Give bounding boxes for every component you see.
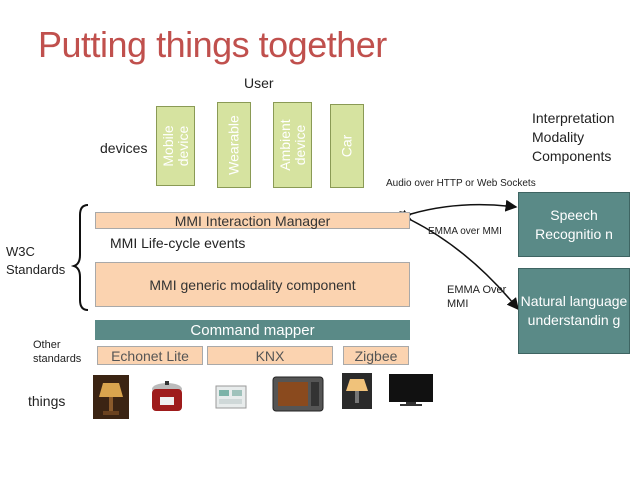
knx-box: KNX xyxy=(207,346,333,365)
arrow-speech xyxy=(399,199,518,223)
device-car: Car xyxy=(330,104,364,188)
command-mapper-bar: Command mapper xyxy=(95,320,410,340)
air-conditioner-icon xyxy=(215,385,247,409)
arrow-nlu xyxy=(398,209,519,311)
speech-recognition-box: Speech Recognitio n xyxy=(518,192,630,257)
echonet-lite-box: Echonet Lite xyxy=(97,346,203,365)
interpretation-label: Interpretation Modality Components xyxy=(532,110,615,164)
device-wearable: Wearable xyxy=(217,102,251,188)
device-ambient: Ambient device xyxy=(273,102,312,188)
lifecycle-events-label: MMI Life-cycle events xyxy=(110,235,246,251)
microwave-icon xyxy=(272,376,324,412)
zigbee-box: Zigbee xyxy=(343,346,409,365)
w3c-standards-label: W3C Standards xyxy=(6,244,66,277)
w3c-brace xyxy=(70,204,89,311)
tv-icon xyxy=(389,374,433,406)
table-lamp-icon xyxy=(342,373,372,409)
generic-modality-component: MMI generic modality component xyxy=(95,262,410,307)
devices-label: devices xyxy=(100,140,148,156)
audio-label: Audio over HTTP or Web Sockets xyxy=(386,178,536,189)
nlu-box: Natural language understandin g xyxy=(518,268,630,354)
emma-label-2: EMMA Over MMI xyxy=(447,284,507,310)
other-standards-label: Other standards xyxy=(33,339,82,365)
user-label: User xyxy=(244,75,274,91)
device-mobile: Mobile device xyxy=(156,106,195,186)
emma-label-1: EMMA over MMI xyxy=(428,226,502,237)
things-label: things xyxy=(28,393,66,409)
page-title: Putting things together xyxy=(38,24,387,65)
lamp-icon xyxy=(93,375,129,419)
rice-cooker-icon xyxy=(146,375,188,419)
interaction-manager-bar: MMI Interaction Manager xyxy=(95,212,410,229)
